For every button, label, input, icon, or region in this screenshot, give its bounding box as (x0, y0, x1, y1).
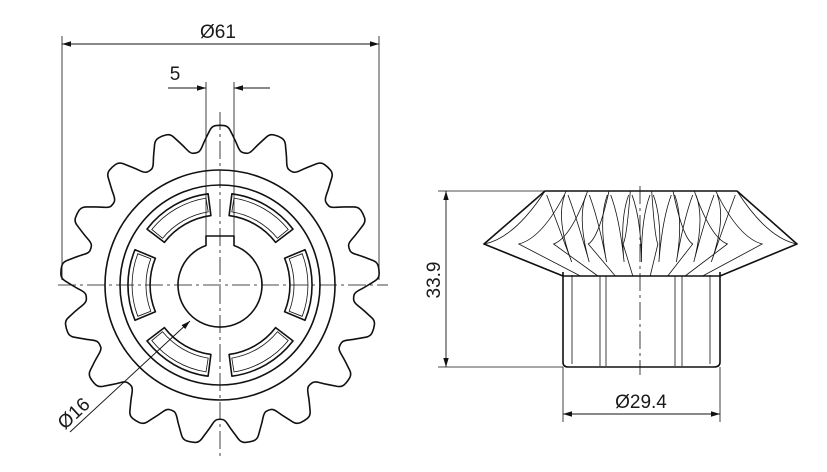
hub-dimension-label: Ø29.4 (615, 392, 667, 413)
bevel-tooth-edge (622, 190, 634, 277)
pocket-segment (228, 193, 294, 244)
pocket-ribs (127, 193, 313, 377)
side-view: 33.9 Ø29.4 (424, 186, 799, 422)
bevel-tooth-valley (588, 194, 608, 263)
bevel-tooth-edge (702, 190, 764, 277)
hub-outline (562, 272, 721, 368)
pocket-segment (146, 193, 212, 244)
pocket-fillet (151, 331, 209, 373)
pocket-fillet (288, 253, 309, 317)
front-view: Ø61 5 Ø16 (54, 22, 388, 458)
bevel-tooth-valley (567, 194, 590, 263)
bevel-tooth-valley (546, 194, 573, 263)
bevel-tooth-valley (674, 194, 694, 263)
bevel-tooth-edge (587, 190, 616, 277)
bevel-tooth-edge (719, 190, 799, 277)
pocket-segment (146, 326, 212, 377)
bevel-tooth-edge (517, 190, 581, 277)
key-dimension-label: 5 (170, 64, 181, 85)
bore-dimension-label: Ø16 (54, 394, 95, 434)
bevel-tooth-valley (652, 194, 672, 263)
od-dimension-label: Ø61 (200, 22, 236, 43)
pocket-segment (283, 248, 313, 322)
bore-with-keyway (177, 235, 263, 328)
bevel-tooth-valley (610, 194, 630, 263)
pocket-segment (228, 326, 294, 377)
bevel-tooth-valley (710, 194, 736, 263)
bevel-tooth-edge (482, 190, 564, 277)
bevel-tooth-edge (649, 190, 659, 277)
pocket-fillet (131, 253, 152, 317)
pocket-fillet (231, 331, 289, 373)
bevel-tooth-valley (631, 194, 651, 263)
bevel-teeth-lines (482, 190, 799, 277)
bevel-tooth-edge (552, 190, 599, 277)
height-dimension-label: 33.9 (424, 262, 445, 299)
pocket-segment (127, 248, 157, 322)
gear-tooth-outline (60, 124, 380, 444)
bevel-tooth-edge (667, 190, 694, 277)
bevel-tooth-valley (693, 194, 715, 263)
bore-dim-leader (69, 320, 191, 433)
pocket-fillet (231, 197, 289, 239)
